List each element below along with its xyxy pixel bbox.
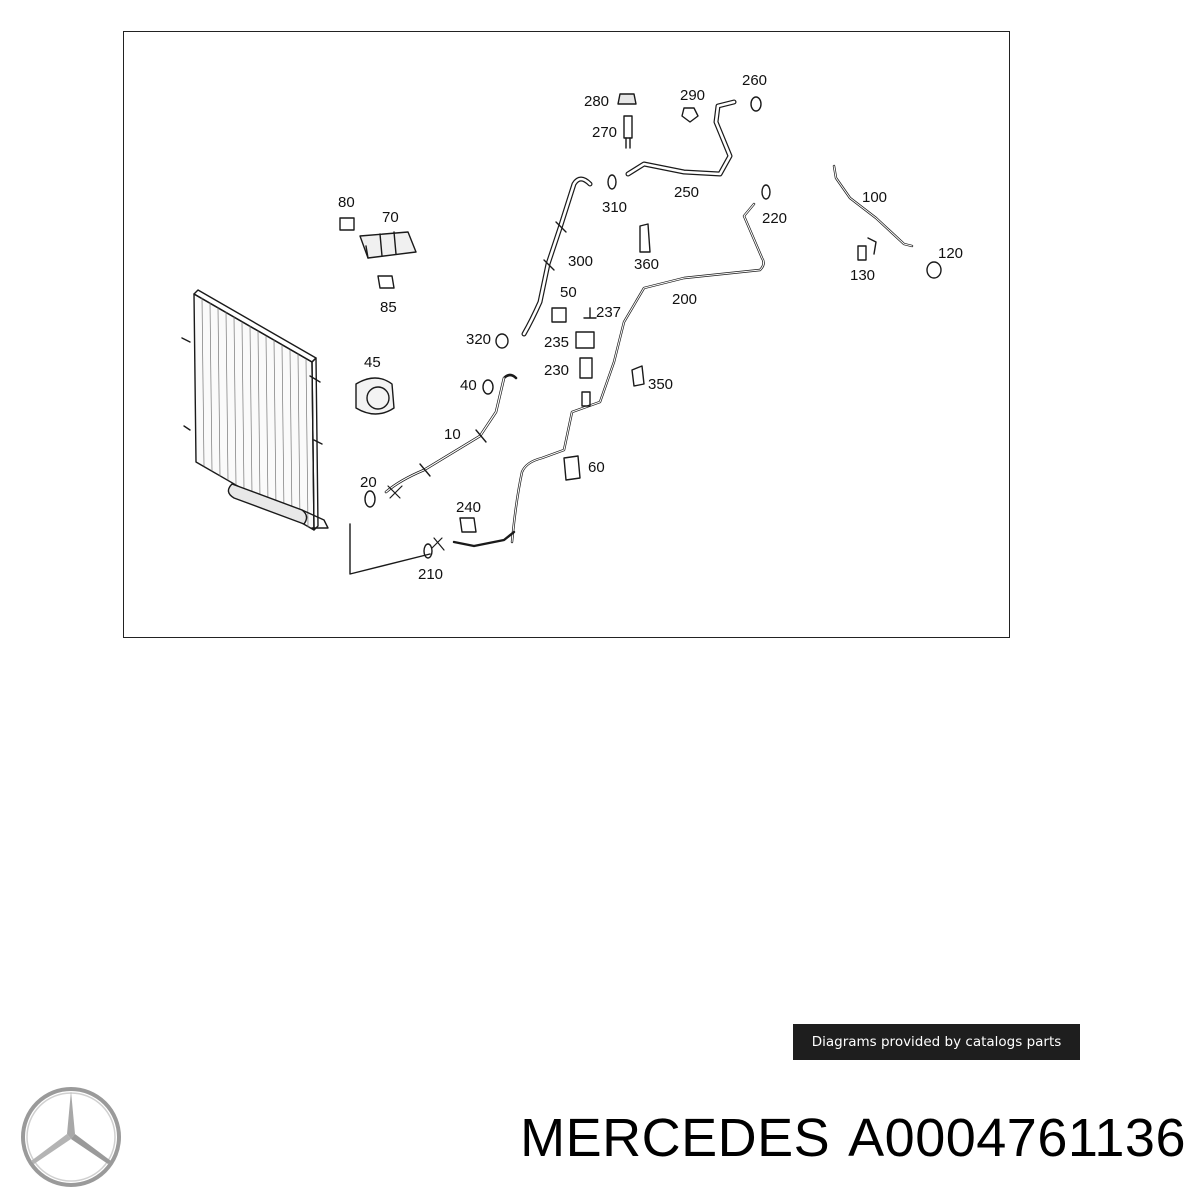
callout-235: 235: [544, 334, 570, 351]
callout-310: 310: [602, 199, 628, 216]
condenser-icon: [181, 289, 329, 531]
callout-70: 70: [382, 209, 399, 226]
product-title: MERCEDES A0004761136: [406, 1108, 1186, 1168]
callout-300: 300: [568, 253, 594, 270]
callout-360: 360: [634, 256, 660, 273]
callout-120: 120: [938, 245, 964, 262]
callout-270: 270: [592, 124, 618, 141]
callout-250: 250: [674, 184, 700, 201]
callout-280: 280: [584, 93, 610, 110]
callout-100: 100: [862, 189, 888, 206]
mercedes-star-icon: [21, 1087, 121, 1187]
callout-50: 50: [560, 284, 577, 301]
diagram-blank-area: [123, 640, 1080, 1058]
gear-icon: [355, 377, 395, 415]
callout-240: 240: [456, 499, 482, 516]
diagram-credit-badge: Diagrams provided by catalogs parts: [793, 1024, 1080, 1060]
ac-lines-drawing: [181, 93, 942, 575]
brand-name: MERCEDES: [520, 1108, 831, 1168]
callout-220: 220: [762, 210, 788, 227]
line-100: [832, 164, 914, 248]
callout-260: 260: [742, 72, 768, 89]
callout-20: 20: [360, 474, 377, 491]
callout-80: 80: [338, 194, 355, 211]
callout-237: 237: [596, 304, 622, 321]
callout-130: 130: [850, 267, 876, 284]
callout-230: 230: [544, 362, 570, 379]
parts-diagram: 10 20 40 45 50 60 70 80 85 100 120 130 2…: [123, 31, 1010, 638]
callout-350: 350: [648, 376, 674, 393]
callout-320: 320: [466, 331, 492, 348]
callout-60: 60: [588, 459, 605, 476]
callout-85: 85: [380, 299, 397, 316]
callout-45: 45: [364, 354, 381, 371]
callout-210: 210: [418, 566, 444, 583]
part-number: A0004761136: [848, 1108, 1186, 1168]
callout-40: 40: [460, 377, 477, 394]
callout-200: 200: [672, 291, 698, 308]
callout-290: 290: [680, 87, 706, 104]
callout-10: 10: [444, 426, 461, 443]
